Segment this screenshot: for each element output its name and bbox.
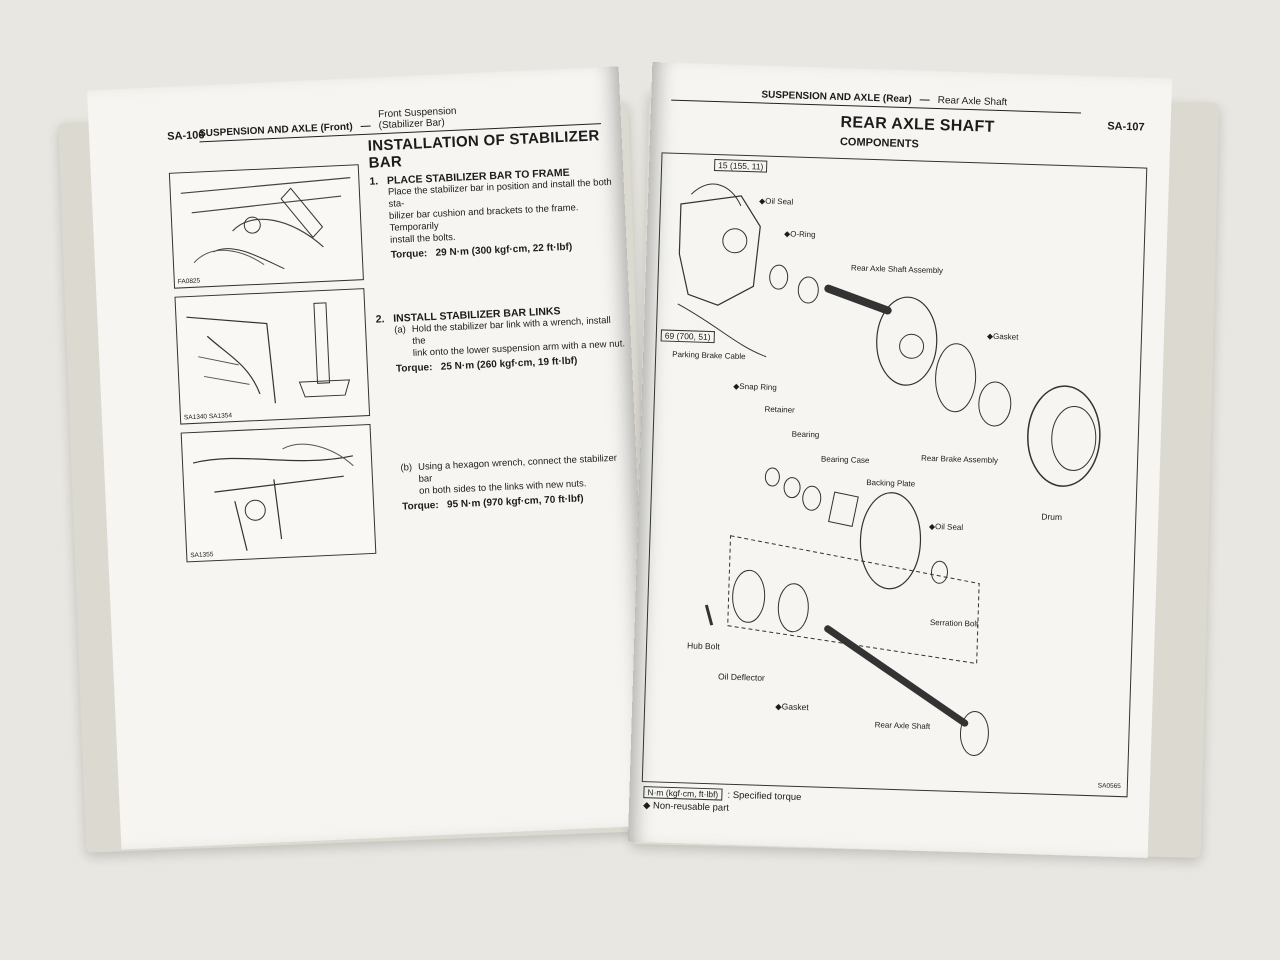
page-header: SUSPENSION AND AXLE (Rear) — Rear Axle S… — [671, 86, 1082, 114]
diamond-icon: ◆ — [642, 800, 651, 812]
label-serration-bolt: Serration Bolt — [929, 618, 979, 629]
header-sub: Front Suspension (Stabilizer Bar) — [378, 106, 457, 132]
label-hub-bolt: Hub Bolt — [686, 640, 720, 652]
label-backing-plate: Backing Plate — [866, 477, 916, 489]
header-dash: — — [919, 94, 930, 106]
label-bearing-case: Bearing Case — [820, 454, 870, 466]
label-drum: Drum — [1041, 511, 1063, 523]
components-diagram — [677, 183, 1101, 756]
header-sub: Rear Axle Shaft — [937, 95, 1008, 109]
step-2-num: 2. — [375, 313, 385, 326]
legend-torque-box: N·m (kgf·cm, ft·lbf) — [643, 786, 723, 801]
substep-b-text: Using a hexagon wrench, connect the stab… — [418, 452, 634, 498]
header-sub-line2: (Stabilizer Bar) — [378, 117, 445, 132]
figure-1-code: FA0825 — [177, 277, 201, 286]
torque-value: 25 N·m (260 kgf·cm, 19 ft·lbf) — [440, 355, 578, 373]
figure-1: FA0825 — [168, 164, 364, 289]
figure-2: SA1340 SA1354 — [174, 288, 371, 425]
legend: N·m (kgf·cm, ft·lbf) : Specified torque … — [643, 786, 802, 816]
left-page: SA-106 SUSPENSION AND AXLE (Front) — Fro… — [87, 66, 653, 850]
legend-nonreusable: ◆ Non-reusable part — [643, 800, 801, 816]
torque-spec: 69 (700, 51) — [660, 329, 715, 344]
torque-value: 95 N·m (970 kgf·cm, 70 ft·lbf) — [446, 493, 584, 511]
legend-torque-desc: : Specified torque — [727, 789, 802, 804]
left-text-column: INSTALLATION OF STABILIZER BAR 1. PLACE … — [367, 126, 634, 513]
label-retainer: Retainer — [764, 404, 795, 415]
section-title: REAR AXLE SHAFT — [840, 113, 995, 136]
components-diagram-frame: 15 (155, 11) ◆Oil Seal ◆O-Ring Rear Axle… — [641, 152, 1148, 798]
figure-2-drawing — [186, 302, 351, 404]
figure-3-code: SA1355 — [190, 551, 214, 560]
page-number: SA-107 — [1107, 120, 1145, 134]
legend-nonreusable-desc: Non-reusable part — [652, 800, 730, 814]
torque-box-bottom: 69 (700, 51) — [660, 329, 715, 344]
section-subtitle: COMPONENTS — [839, 135, 919, 151]
header-section: SUSPENSION AND AXLE (Front) — [198, 121, 353, 140]
step-2b: (b) Using a hexagon wrench, connect the … — [400, 452, 633, 498]
torque-label: Torque: — [395, 362, 433, 375]
figure-1-drawing — [180, 177, 351, 270]
label-bearing: Bearing — [791, 429, 820, 440]
step-1-num: 1. — [369, 175, 379, 188]
label-oil-deflector: Oil Deflector — [717, 671, 766, 683]
figure-code: SA0565 — [1097, 782, 1121, 791]
torque-box-top: 15 (155, 11) — [713, 159, 768, 173]
label-oil-seal-mid: ◆Oil Seal — [928, 521, 964, 533]
substep-b-label: (b) — [400, 462, 413, 474]
step-1-body: Place the stabilizer bar in position and… — [388, 176, 622, 246]
label-gasket-bottom: ◆Gasket — [775, 701, 809, 713]
label-snap-ring: ◆Snap Ring — [733, 381, 777, 393]
torque-spec: 15 (155, 11) — [713, 159, 768, 173]
substep-b-line: Using a hexagon wrench, connect the stab… — [417, 452, 618, 485]
torque-label: Torque: — [390, 248, 428, 261]
figure-3: SA1355 — [180, 423, 377, 563]
torque-value: 29 N·m (300 kgf·cm, 22 ft·lbf) — [435, 241, 573, 259]
label-rear-axle-shaft: Rear Axle Shaft — [874, 720, 931, 732]
section-title: INSTALLATION OF STABILIZER BAR — [367, 127, 600, 172]
label-gasket: ◆Gasket — [986, 331, 1019, 342]
header-section: SUSPENSION AND AXLE (Rear) — [761, 89, 912, 106]
substep-a-label: (a) — [393, 324, 407, 336]
torque-label: Torque: — [402, 499, 439, 513]
header-dash: — — [360, 120, 371, 133]
label-o-ring: ◆O-Ring — [783, 229, 816, 240]
right-page: SUSPENSION AND AXLE (Rear) — Rear Axle S… — [627, 62, 1173, 858]
label-oil-seal: ◆Oil Seal — [758, 196, 794, 207]
figure-3-drawing — [192, 443, 354, 551]
